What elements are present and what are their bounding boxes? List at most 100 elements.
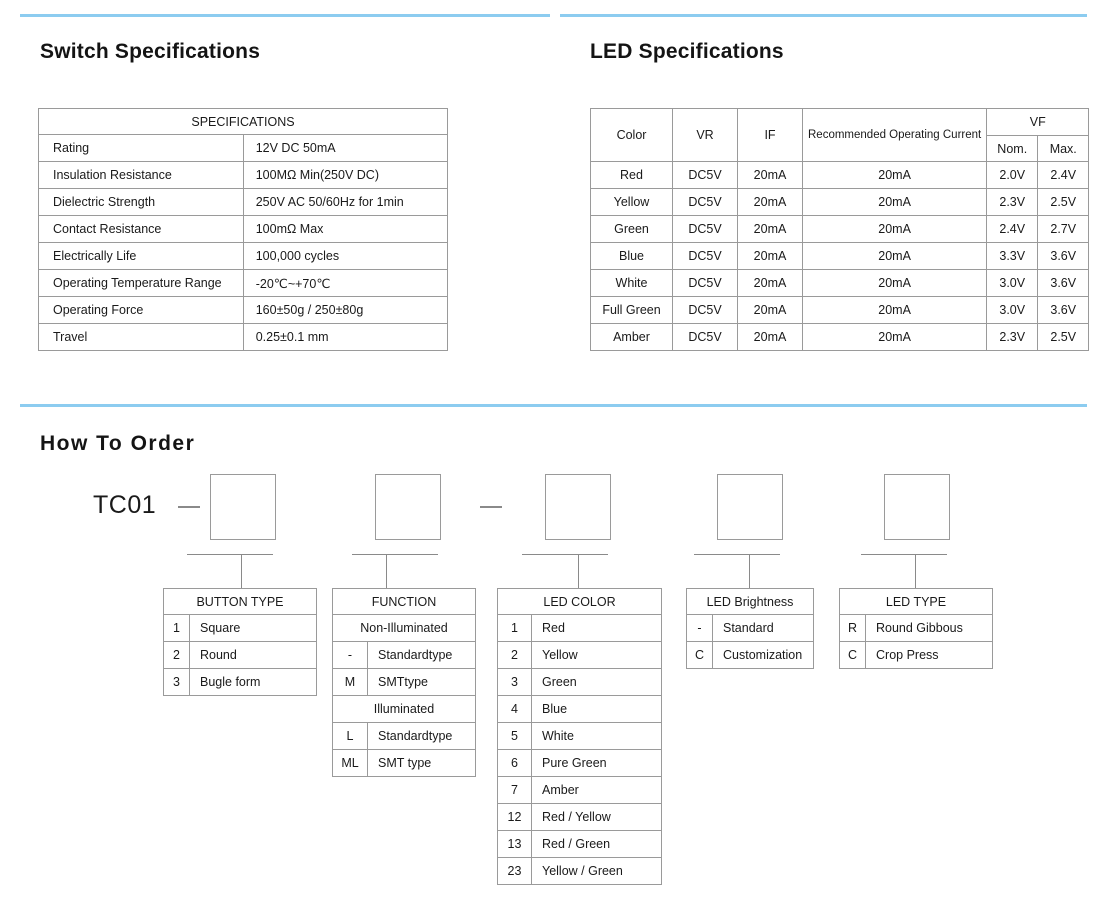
table-row: Operating Force 160±50g / 250±80g	[38, 296, 449, 324]
order-code-box-led-brightness[interactable]	[717, 474, 783, 540]
spec-value: 100mΩ Max	[242, 215, 449, 243]
table-row: 2 Round	[163, 641, 317, 669]
option-code: 23	[497, 857, 532, 885]
led-color: Blue	[590, 242, 673, 270]
led-vr: DC5V	[672, 161, 738, 189]
option-desc: Square	[189, 614, 317, 642]
button-type-legend-table: BUTTON TYPE 1 Square 2 Round 3 Bugle for…	[163, 588, 317, 696]
table-row: R Round Gibbous	[839, 614, 993, 642]
function-header: FUNCTION	[332, 588, 476, 615]
order-code-prefix: TC01	[93, 491, 157, 519]
led-if: 20mA	[737, 242, 803, 270]
led-color: Green	[590, 215, 673, 243]
table-header-row: BUTTON TYPE	[163, 588, 317, 615]
section-divider-order	[20, 404, 1087, 407]
led-vf-nom: 2.3V	[986, 323, 1039, 351]
option-code: 1	[497, 614, 532, 642]
led-if: 20mA	[737, 269, 803, 297]
led-color-header: LED COLOR	[497, 588, 662, 615]
led-vf-nom: 3.3V	[986, 242, 1039, 270]
option-desc: Customization	[712, 641, 814, 669]
table-row: M SMTtype	[332, 668, 476, 696]
option-desc: Round Gibbous	[865, 614, 993, 642]
order-code-box-led-color[interactable]	[545, 474, 611, 540]
led-specifications-table: Color VR IF Recommended Operating Curren…	[590, 108, 1090, 351]
function-group-non-illuminated: Non-Illuminated	[332, 614, 476, 642]
table-header-row: Color VR IF Recommended Operating Curren…	[590, 108, 1090, 162]
table-header-row: LED Brightness	[686, 588, 814, 615]
led-color-legend-table: LED COLOR 1 Red 2 Yellow 3 Green 4 Blue …	[497, 588, 662, 885]
led-roc: 20mA	[801, 296, 988, 324]
spec-value: 160±50g / 250±80g	[242, 296, 449, 324]
spec-key: Insulation Resistance	[38, 161, 244, 189]
led-roc: 20mA	[801, 188, 988, 216]
option-code: L	[332, 722, 368, 750]
led-header-vr: VR	[672, 108, 738, 162]
option-desc: Bugle form	[189, 668, 317, 696]
option-desc: Standard	[712, 614, 814, 642]
spec-value: 12V DC 50mA	[242, 134, 449, 162]
option-code: 5	[497, 722, 532, 750]
order-code-box-button-type[interactable]	[210, 474, 276, 540]
option-code: 13	[497, 830, 532, 858]
table-row: White DC5V 20mA 20mA 3.0V 3.6V	[590, 269, 1090, 297]
led-roc: 20mA	[801, 161, 988, 189]
switch-specifications-table: SPECIFICATIONS Rating 12V DC 50mA Insula…	[38, 108, 449, 351]
option-code: R	[839, 614, 866, 642]
table-row: 12 Red / Yellow	[497, 803, 662, 831]
led-color: Yellow	[590, 188, 673, 216]
option-desc: Red	[531, 614, 662, 642]
led-if: 20mA	[737, 323, 803, 351]
option-code: M	[332, 668, 368, 696]
table-row: 1 Red	[497, 614, 662, 642]
spec-key: Contact Resistance	[38, 215, 244, 243]
table-row: 4 Blue	[497, 695, 662, 723]
option-code: 3	[163, 668, 190, 696]
function-legend-table: FUNCTION Non-Illuminated - Standardtype …	[332, 588, 476, 777]
table-row: 2 Yellow	[497, 641, 662, 669]
page-title-switch-specifications: Switch Specifications	[40, 40, 261, 63]
connector-drop-function	[386, 554, 388, 589]
spec-key: Operating Force	[38, 296, 244, 324]
led-header-if: IF	[737, 108, 803, 162]
spec-value: 0.25±0.1 mm	[242, 323, 449, 351]
table-row: 23 Yellow / Green	[497, 857, 662, 885]
option-desc: Blue	[531, 695, 662, 723]
connector-drop-button-type	[241, 554, 243, 589]
led-if: 20mA	[737, 161, 803, 189]
page-title-how-to-order: How To Order	[40, 432, 196, 455]
table-row: Contact Resistance 100mΩ Max	[38, 215, 449, 243]
led-vr: DC5V	[672, 242, 738, 270]
table-header-row: LED COLOR	[497, 588, 662, 615]
spec-key: Rating	[38, 134, 244, 162]
table-row: ML SMT type	[332, 749, 476, 777]
led-vr: DC5V	[672, 188, 738, 216]
table-row: Electrically Life 100,000 cycles	[38, 242, 449, 270]
option-desc: Red / Yellow	[531, 803, 662, 831]
option-code: C	[686, 641, 713, 669]
table-row: L Standardtype	[332, 722, 476, 750]
option-code: -	[332, 641, 368, 669]
order-code-box-function[interactable]	[375, 474, 441, 540]
option-desc: Yellow	[531, 641, 662, 669]
table-row: 7 Amber	[497, 776, 662, 804]
led-vf-max: 3.6V	[1037, 296, 1090, 324]
option-code: 2	[163, 641, 190, 669]
option-desc: Yellow / Green	[531, 857, 662, 885]
table-header-row: LED TYPE	[839, 588, 993, 615]
option-code: C	[839, 641, 866, 669]
table-row: Operating Temperature Range -20℃~+70℃	[38, 269, 449, 297]
order-code-box-led-type[interactable]	[884, 474, 950, 540]
table-row: 1 Square	[163, 614, 317, 642]
function-group-illuminated: Illuminated	[332, 695, 476, 723]
option-code: 3	[497, 668, 532, 696]
table-row: Yellow DC5V 20mA 20mA 2.3V 2.5V	[590, 188, 1090, 216]
table-row: C Customization	[686, 641, 814, 669]
button-type-header: BUTTON TYPE	[163, 588, 317, 615]
table-row: Green DC5V 20mA 20mA 2.4V 2.7V	[590, 215, 1090, 243]
option-desc: Red / Green	[531, 830, 662, 858]
spec-value: 100,000 cycles	[242, 242, 449, 270]
led-if: 20mA	[737, 296, 803, 324]
led-type-legend-table: LED TYPE R Round Gibbous C Crop Press	[839, 588, 993, 669]
led-header-vf-nom: Nom.	[986, 135, 1039, 162]
